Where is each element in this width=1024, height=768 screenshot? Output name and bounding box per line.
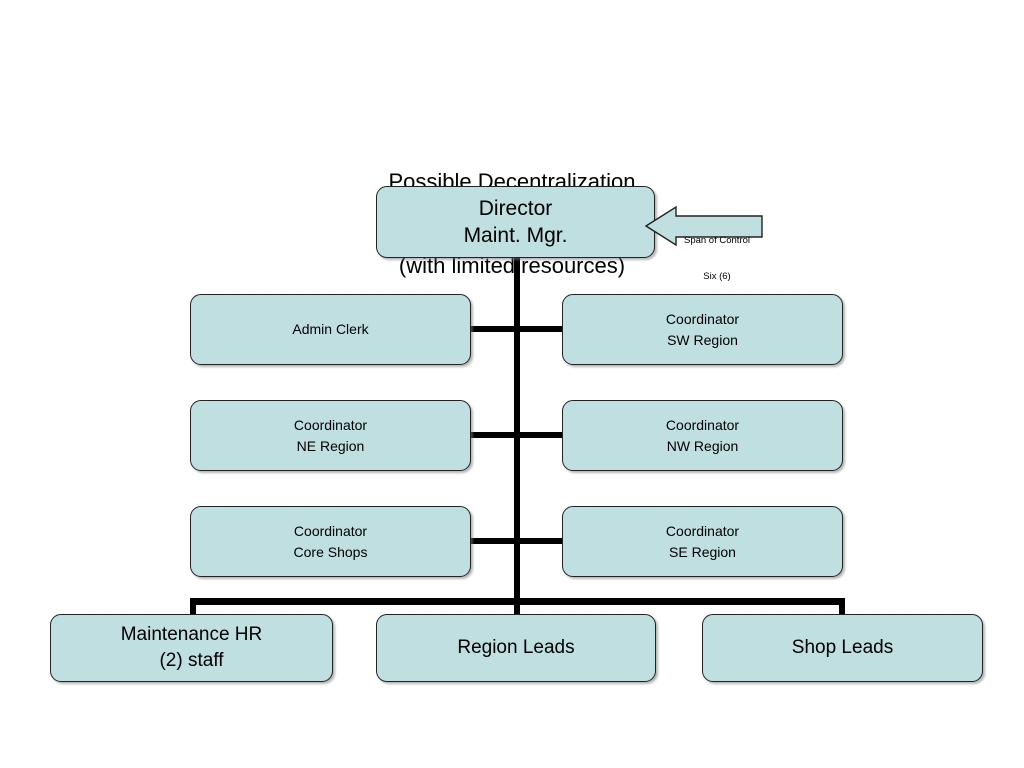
- connector-drop-region-leads: [514, 598, 520, 618]
- span-of-control-line-2: Six (6): [703, 271, 731, 282]
- box-coordinator-nw-region[interactable]: Coordinator NW Region: [562, 400, 843, 471]
- box-coordinator-ne-region[interactable]: Coordinator NE Region: [190, 400, 471, 471]
- box-region-leads-line-1: Region Leads: [457, 637, 575, 658]
- span-of-control-arrow-icon: [645, 205, 763, 247]
- span-of-control-line-1: Span of Control: [683, 235, 750, 246]
- box-coordinator-core-shops-line-1: Coordinator: [293, 522, 368, 539]
- box-admin-clerk-line-1: Admin Clerk: [292, 321, 369, 337]
- box-shop-leads-line-1: Shop Leads: [791, 637, 894, 658]
- box-coordinator-nw-region-line-2: NW Region: [666, 437, 739, 454]
- connector-row-3-horizontal: [468, 538, 564, 544]
- box-coordinator-nw-region-line-1: Coordinator: [665, 416, 740, 433]
- box-maintenance-hr[interactable]: Maintenance HR (2) staff: [50, 614, 333, 682]
- box-coordinator-sw-region[interactable]: Coordinator SW Region: [562, 294, 843, 365]
- box-coordinator-se-region-line-1: Coordinator: [665, 522, 740, 539]
- box-coordinator-sw-region-line-1: Coordinator: [665, 310, 740, 327]
- box-coordinator-core-shops[interactable]: Coordinator Core Shops: [190, 506, 471, 577]
- box-shop-leads[interactable]: Shop Leads: [702, 614, 983, 682]
- box-region-leads[interactable]: Region Leads: [376, 614, 656, 682]
- box-coordinator-core-shops-line-2: Core Shops: [293, 543, 368, 560]
- connector-drop-shop-leads: [839, 598, 845, 618]
- span-of-control-label: Span of Control Six (6): [673, 211, 761, 307]
- box-coordinator-se-region[interactable]: Coordinator SE Region: [562, 506, 843, 577]
- box-coordinator-ne-region-line-2: NE Region: [296, 437, 365, 454]
- connector-row-2-horizontal: [468, 432, 564, 438]
- box-coordinator-se-region-line-2: SE Region: [669, 543, 736, 560]
- box-director-line-2: Maint. Mgr.: [463, 224, 568, 247]
- box-coordinator-ne-region-line-1: Coordinator: [293, 416, 368, 433]
- box-director[interactable]: Director Maint. Mgr.: [376, 186, 655, 258]
- box-coordinator-sw-region-line-2: SW Region: [667, 331, 738, 348]
- connector-row-1-horizontal: [468, 326, 564, 332]
- connector-trunk-vertical: [514, 255, 520, 603]
- connector-drop-maintenance-hr: [190, 598, 196, 618]
- box-admin-clerk[interactable]: Admin Clerk: [190, 294, 471, 365]
- box-maintenance-hr-line-2: (2) staff: [159, 650, 224, 671]
- box-director-line-1: Director: [478, 197, 553, 220]
- box-maintenance-hr-line-1: Maintenance HR: [120, 624, 263, 645]
